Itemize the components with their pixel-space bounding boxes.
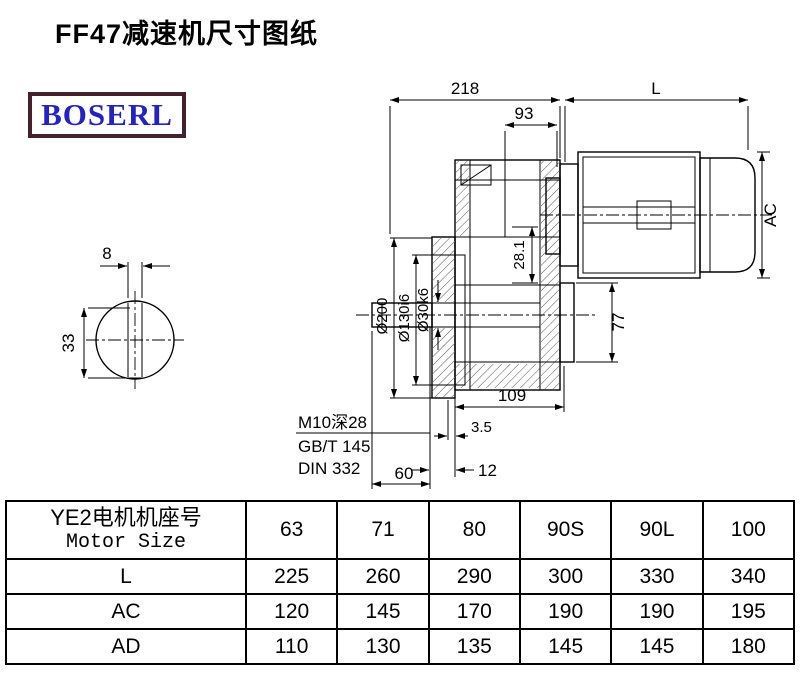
output-shaft	[356, 302, 595, 328]
page-title: FF47减速机尺寸图纸	[55, 19, 319, 49]
table-cell: 190	[518, 593, 613, 630]
header-cell-size: 63	[244, 500, 339, 560]
table-cell: 120	[244, 593, 339, 630]
shaft-notes: M10深28 GB/T 145 DIN 332	[298, 413, 370, 478]
table-cell: 135	[427, 628, 521, 665]
dim-218-label: 218	[451, 79, 479, 98]
table-cell: 340	[701, 558, 796, 595]
reducer-dimension-drawing: 218 L 93 AC 8 33 Ø200 Ø130i6 Ø30k6 28.1 …	[59, 79, 780, 489]
table-cell: 130	[336, 628, 430, 665]
note-din-standard: DIN 332	[298, 459, 360, 478]
table-cell: 170	[427, 593, 521, 630]
dim-60-label: 60	[395, 464, 414, 483]
table-cell: 145	[518, 628, 613, 665]
dim-3-5-label: 3.5	[471, 419, 492, 436]
dim-AC-label: AC	[761, 203, 780, 227]
table-header-row: YE2电机机座号 Motor Size 63 71 80 90S 90L 100	[5, 500, 796, 560]
table-cell: 190	[610, 593, 704, 630]
table-cell: 260	[336, 558, 430, 595]
dim-shaft-od-label: Ø30k6	[415, 288, 432, 332]
row-label: AD	[5, 628, 247, 665]
header-cell-size: 90L	[610, 500, 704, 560]
brand-logo: BOSERL	[28, 92, 186, 138]
header-cell-size: 71	[336, 500, 430, 560]
header-cell-size: 80	[427, 500, 521, 560]
row-label: L	[5, 558, 247, 595]
motor-size-table: YE2电机机座号 Motor Size 63 71 80 90S 90L 100…	[5, 500, 796, 665]
dim-spigot-od-label: Ø130i6	[396, 294, 413, 342]
header-cell-motor-size: YE2电机机座号 Motor Size	[5, 500, 247, 560]
shaft-end-view	[86, 291, 184, 389]
motor-size-label-en: Motor Size	[65, 531, 187, 554]
table-row-AD: AD 110 130 135 145 145 180	[5, 628, 796, 665]
table-cell: 330	[610, 558, 704, 595]
header-cell-size: 90S	[518, 500, 613, 560]
dim-28-1-label: 28.1	[511, 240, 528, 269]
dim-L-label: L	[651, 79, 660, 98]
table-cell: 145	[336, 593, 430, 630]
gearbox-housing	[454, 159, 575, 391]
dim-93-label: 93	[515, 104, 534, 123]
table-cell: 290	[427, 558, 521, 595]
table-cell: 145	[610, 628, 704, 665]
dim-flange-od-label: Ø200	[374, 298, 391, 335]
dim-77-label: 77	[609, 313, 628, 332]
row-label: AC	[5, 593, 247, 630]
table-row-L: L 225 260 290 300 330 340	[5, 558, 796, 595]
note-gbt-standard: GB/T 145	[298, 437, 370, 456]
dimension-lines	[81, 97, 770, 489]
table-cell: 110	[244, 628, 339, 665]
motor	[540, 151, 772, 279]
table-cell: 180	[701, 628, 796, 665]
motor-size-label-cn: YE2电机机座号	[50, 505, 202, 530]
table-cell: 300	[518, 558, 613, 595]
dim-12-label: 12	[478, 461, 497, 480]
note-tapped-hole: M10深28	[298, 413, 367, 432]
table-row-AC: AC 120 145 170 190 190 195	[5, 593, 796, 630]
header-cell-size: 100	[701, 500, 796, 560]
dim-8-label: 8	[102, 244, 111, 263]
table-cell: 195	[701, 593, 796, 630]
output-flange	[431, 236, 456, 399]
dim-33-label: 33	[59, 334, 78, 353]
dim-109-label: 109	[498, 386, 526, 405]
table-cell: 225	[244, 558, 339, 595]
